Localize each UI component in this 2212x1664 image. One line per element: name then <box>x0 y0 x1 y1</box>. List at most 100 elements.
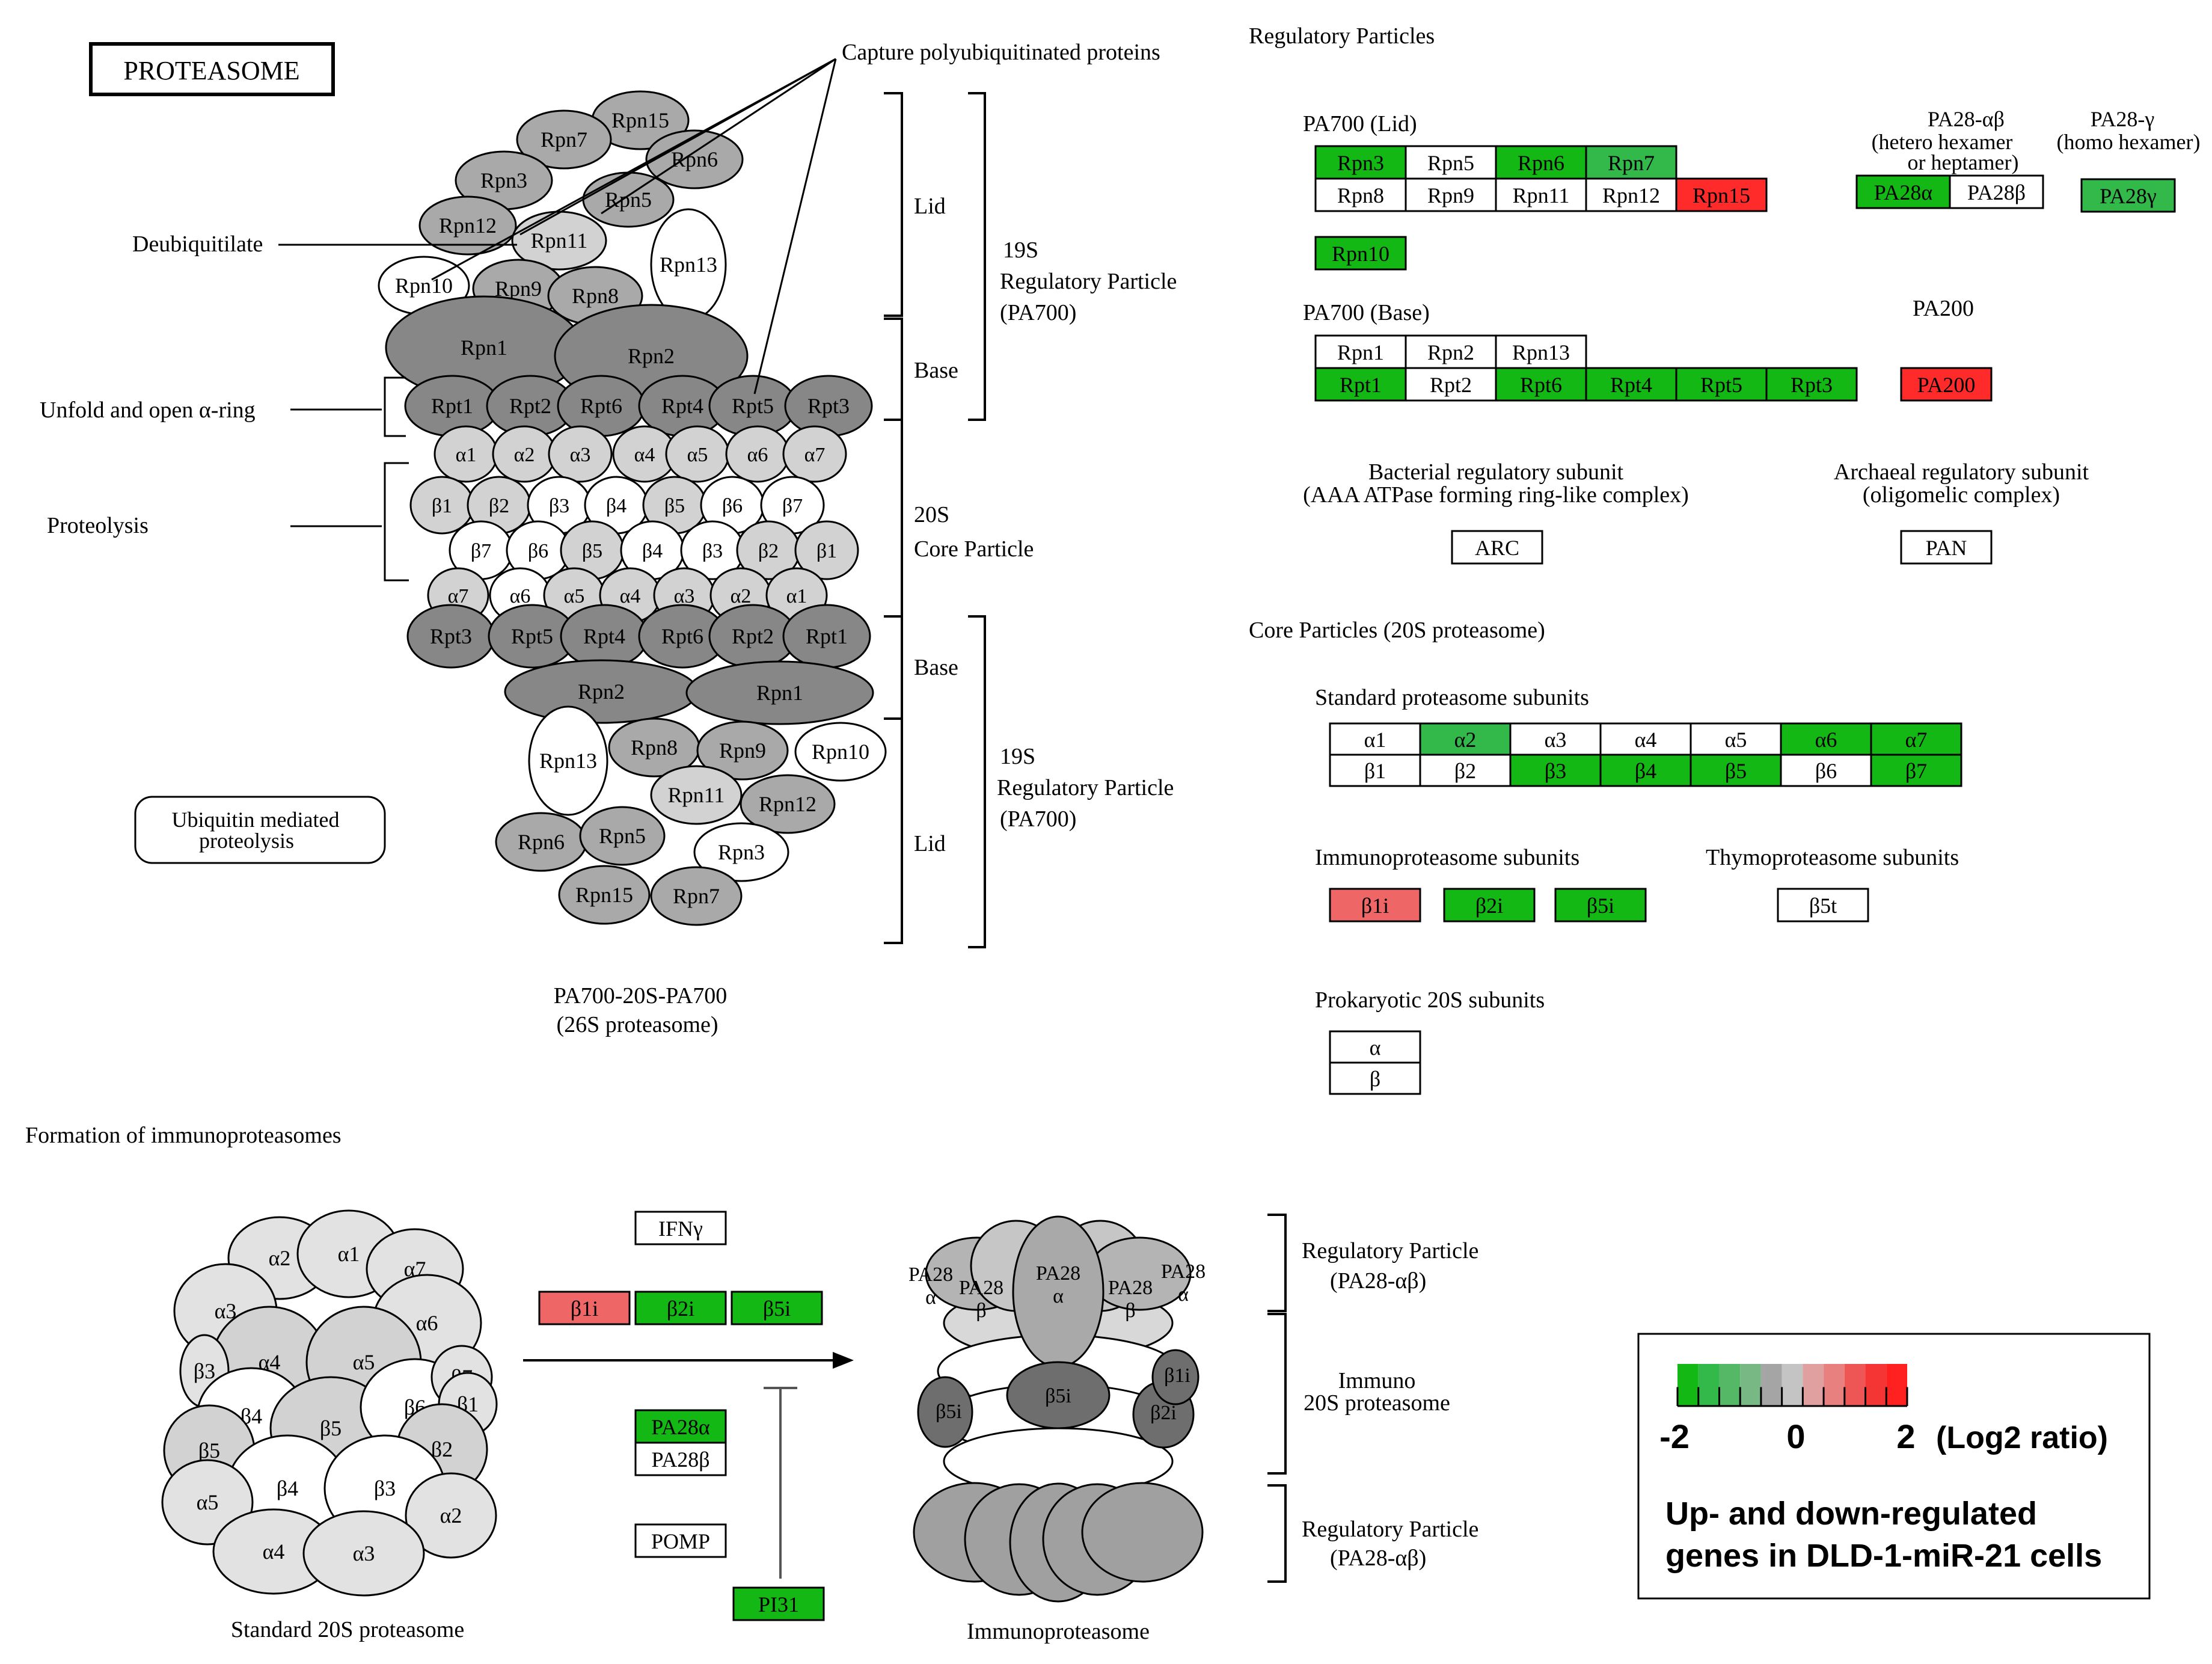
gene-box-alpha6[interactable]: α6 <box>1780 722 1872 756</box>
gene-box-rpn11[interactable]: Rpn11 <box>1495 177 1587 212</box>
gene-box-rpn13[interactable]: Rpn13 <box>1495 334 1587 369</box>
gene-label: β5 <box>1725 759 1747 783</box>
gene-box-alpha3[interactable]: α3 <box>1509 722 1602 756</box>
gene-box-rpn9[interactable]: Rpn9 <box>1405 177 1497 212</box>
gene-box-beta3[interactable]: β3 <box>1509 754 1602 787</box>
gene-label: α <box>1370 1036 1381 1060</box>
gene-box-rpt6[interactable]: Rpt6 <box>1495 367 1587 402</box>
subunit-label: Rpt3 <box>807 394 850 418</box>
gene-label: α3 <box>1545 728 1567 752</box>
immuno-label-beta2i: β2i <box>1150 1402 1177 1424</box>
proteolysis-label: Proteolysis <box>47 513 149 538</box>
bacterial-l1: Bacterial regulatory subunit <box>1368 459 1624 485</box>
gene-box-pa28beta[interactable]: PA28β <box>634 1441 727 1476</box>
gene-box-alpha7[interactable]: α7 <box>1870 722 1962 756</box>
subunit-label: α3 <box>570 444 591 466</box>
gene-label: Rpn8 <box>1337 183 1384 207</box>
gene-box-beta5t[interactable]: β5t <box>1777 888 1869 923</box>
gene-box-rpn5[interactable]: Rpn5 <box>1405 145 1497 180</box>
gene-box-rpn1[interactable]: Rpn1 <box>1314 334 1407 369</box>
base-label: Base <box>914 358 958 383</box>
gene-label: PA28β <box>651 1448 709 1472</box>
rp19s-bottom-l1: 19S <box>1000 744 1035 769</box>
gene-box-alpha[interactable]: α <box>1329 1030 1421 1064</box>
gene-box-rpt4[interactable]: Rpt4 <box>1585 367 1677 402</box>
gene-box-rpn8[interactable]: Rpn8 <box>1314 177 1407 212</box>
subunit-label: β4 <box>277 1476 298 1500</box>
gene-box-pomp[interactable]: POMP <box>634 1523 727 1558</box>
gene-box-beta6[interactable]: β6 <box>1780 754 1872 787</box>
gene-box-beta1[interactable]: β1 <box>1329 754 1421 787</box>
gene-box-beta5i[interactable]: β5i <box>731 1291 823 1325</box>
gene-box-beta5[interactable]: β5 <box>1690 754 1782 787</box>
gene-box-arc[interactable]: ARC <box>1451 530 1543 565</box>
structure-brackets <box>884 92 986 948</box>
gene-box-alpha5[interactable]: α5 <box>1690 722 1782 756</box>
immuno-beta-unit-1 <box>1006 1361 1111 1429</box>
gene-box-beta4[interactable]: β4 <box>1599 754 1692 787</box>
gene-box-beta1i[interactable]: β1i <box>1329 888 1421 923</box>
subunit-rpt1: Rpt1 <box>782 604 871 669</box>
gene-box-rpn2[interactable]: Rpn2 <box>1405 334 1497 369</box>
gene-box-ifngamma[interactable]: IFNγ <box>634 1211 727 1245</box>
subunit-label: Rpn11 <box>668 783 725 807</box>
gene-box-rpn6[interactable]: Rpn6 <box>1495 145 1587 180</box>
subunit-rpn2: Rpn2 <box>504 659 699 724</box>
legend-unit: (Log2 ratio) <box>1936 1420 2108 1455</box>
subunit-label: Rpn10 <box>812 740 869 764</box>
archaeal-l1: Archaeal regulatory subunit <box>1834 459 2089 485</box>
subunit-label: Rpn2 <box>578 680 625 704</box>
gene-box-beta2[interactable]: β2 <box>1419 754 1512 787</box>
ubiquitin-proteolysis-link[interactable] <box>134 796 386 864</box>
gene-box-beta7[interactable]: β7 <box>1870 754 1962 787</box>
gene-box-rpn3[interactable]: Rpn3 <box>1314 145 1407 180</box>
subunit-alpha6: α6 <box>725 425 790 483</box>
gene-box-beta5i[interactable]: β5i <box>1554 888 1647 923</box>
gene-box-rpn10[interactable]: Rpn10 <box>1314 236 1407 271</box>
gene-box-pa28gamma[interactable]: PA28γ <box>2080 178 2176 213</box>
subunit-rpn5: Rpn5 <box>579 806 666 866</box>
gene-box-rpn15[interactable]: Rpn15 <box>1675 177 1768 212</box>
gene-box-pi31[interactable]: PI31 <box>732 1586 825 1621</box>
subunit-label: β5 <box>198 1438 220 1463</box>
legend-tick-max: 2 <box>1896 1417 1915 1455</box>
gene-box-rpn12[interactable]: Rpn12 <box>1585 177 1677 212</box>
gene-box-rpt5[interactable]: Rpt5 <box>1675 367 1768 402</box>
gene-box-beta1i[interactable]: β1i <box>538 1291 631 1325</box>
immuno-beta-unit-4 <box>1151 1349 1199 1405</box>
subunit-label: β5 <box>320 1416 342 1440</box>
gene-box-pa28alpha[interactable]: PA28α <box>634 1409 727 1444</box>
gene-box-rpn7[interactable]: Rpn7 <box>1585 145 1677 180</box>
subunit-label: β3 <box>549 495 569 517</box>
gene-box-alpha4[interactable]: α4 <box>1599 722 1692 756</box>
pa28-rp-top-l1: Regulatory Particle <box>1302 1238 1478 1263</box>
bacterial-l2: (AAA ATPase forming ring-like complex) <box>1303 482 1689 508</box>
pa28-rp-bottom-l2: (PA28-αβ) <box>1330 1546 1426 1571</box>
subunit-label: α2 <box>440 1503 462 1527</box>
gene-box-rpt2[interactable]: Rpt2 <box>1405 367 1497 402</box>
subunit-label: β1 <box>816 540 837 562</box>
gene-box-pa28alpha[interactable]: PA28α <box>1855 174 1951 209</box>
subunit-label: β3 <box>374 1476 396 1500</box>
gene-label: β5i <box>763 1297 791 1321</box>
std20s-subunit-alpha3: α3 <box>302 1510 425 1597</box>
gene-label: PA28α <box>651 1415 710 1439</box>
gene-box-pan[interactable]: PAN <box>1900 530 1993 565</box>
immuno-label-main: PA28 <box>1161 1260 1206 1283</box>
rp19s-top-l1: 19S <box>1003 238 1038 263</box>
base-label-bottom: Base <box>914 655 958 680</box>
gene-box-beta2i[interactable]: β2i <box>1443 888 1536 923</box>
subunit-beta1: β1 <box>409 476 474 535</box>
immuno-label-sub: β <box>976 1300 986 1322</box>
gene-box-pa200[interactable]: PA200 <box>1900 367 1993 402</box>
gene-box-alpha2[interactable]: α2 <box>1419 722 1512 756</box>
gene-box-alpha1[interactable]: α1 <box>1329 722 1421 756</box>
gene-label: β1i <box>571 1297 598 1321</box>
subunit-label: α1 <box>786 585 807 607</box>
immuno-brackets <box>1267 1214 1287 1583</box>
gene-box-beta2i[interactable]: β2i <box>634 1291 727 1325</box>
gene-box-rpt1[interactable]: Rpt1 <box>1314 367 1407 402</box>
gene-box-pa28beta[interactable]: PA28β <box>1949 174 2044 209</box>
gene-box-rpt3[interactable]: Rpt3 <box>1765 367 1858 402</box>
gene-box-beta[interactable]: β <box>1329 1061 1421 1095</box>
